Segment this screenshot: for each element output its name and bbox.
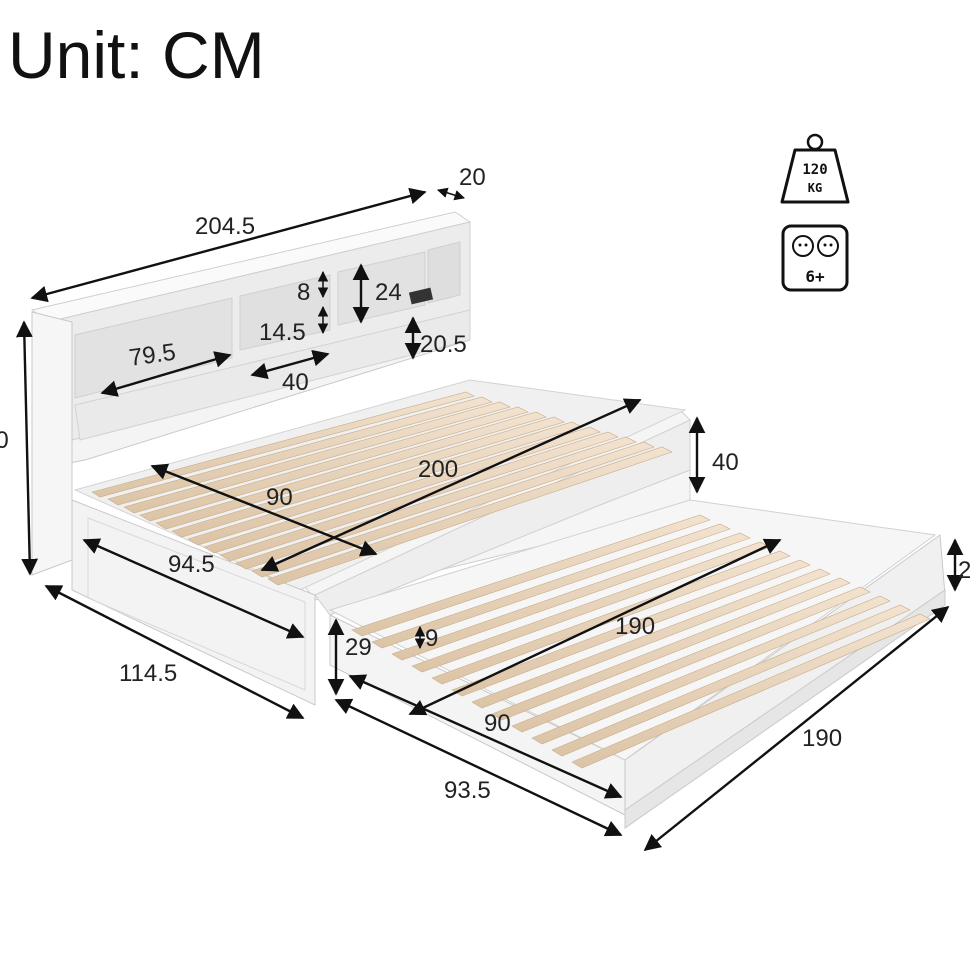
dim-mattress-width: 90 xyxy=(266,484,293,511)
dim-bed-inner-width: 94.5 xyxy=(168,551,215,578)
dim-headboard-length: 204.5 xyxy=(195,213,255,240)
age-icon-label: 6+ xyxy=(805,267,825,286)
dim-trundle-side-height: 2 xyxy=(958,557,970,584)
dim-mattress-length: 200 xyxy=(418,456,458,483)
weight-icon: 120 KG xyxy=(780,133,850,204)
dim-overall-height: 90 xyxy=(0,427,9,454)
dimension-labels: 204.5 20 79.5 40 8 14.5 24 20.5 200 90 4… xyxy=(0,164,970,804)
dim-trundle-front-height: 29 xyxy=(345,634,372,661)
weight-icon-value: 120 xyxy=(802,162,827,178)
dim-trundle-mattress-width: 90 xyxy=(484,710,511,737)
weight-icon-unit: KG xyxy=(808,181,822,195)
age-icon: 6+ xyxy=(781,224,849,292)
page-title: Unit: CM xyxy=(8,18,265,92)
dim-shelf-length: 79.5 xyxy=(127,339,177,372)
dim-shelf-height: 24 xyxy=(375,279,402,306)
dim-shelf-divider: 40 xyxy=(282,369,309,396)
dim-shelf-small-height: 14.5 xyxy=(259,319,306,346)
dim-trundle-width: 93.5 xyxy=(444,777,491,804)
dim-trundle-mattress-length: 190 xyxy=(615,613,655,640)
dimension-lines xyxy=(15,187,964,852)
dim-trundle-slat-height: 9 xyxy=(425,625,438,652)
dim-bed-height: 40 xyxy=(712,449,739,476)
dim-trundle-length: 190 xyxy=(802,725,842,752)
dim-shelf-top-offset: 20.5 xyxy=(420,331,467,358)
dim-bed-outer-width: 114.5 xyxy=(119,660,177,687)
dim-headboard-depth: 20 xyxy=(459,164,486,191)
dim-usb-height: 8 xyxy=(297,279,310,306)
